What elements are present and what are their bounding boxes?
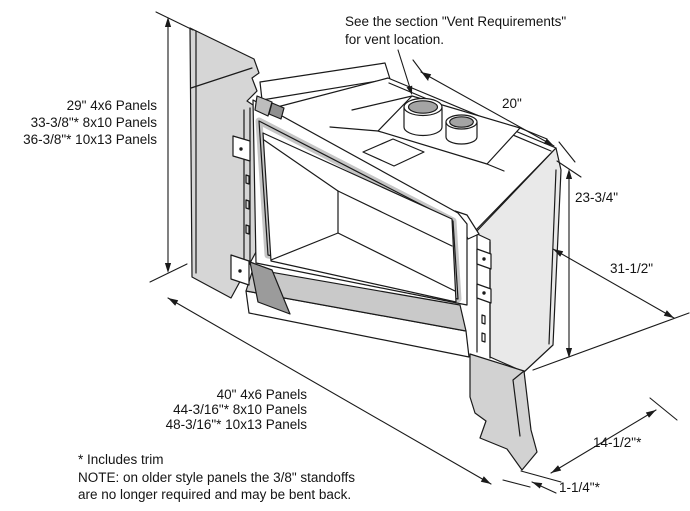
dim-label-total-depth: 31-1/2" bbox=[610, 261, 654, 276]
vent-cylinder-large bbox=[403, 97, 443, 137]
width-label-4x6: 40" 4x6 Panels bbox=[216, 387, 307, 402]
front-face bbox=[252, 99, 468, 306]
dim-label-side-height: 23-3/4" bbox=[575, 190, 619, 205]
dimension-standoff bbox=[502, 470, 562, 494]
dimension-total-depth bbox=[532, 248, 690, 371]
dimension-hearth-depth bbox=[550, 397, 678, 474]
dimension-height bbox=[149, 11, 194, 283]
side-face bbox=[454, 147, 562, 373]
firebox-opening bbox=[262, 132, 457, 303]
dimension-width bbox=[167, 297, 492, 485]
vent-note-line2: for vent location. bbox=[345, 32, 445, 47]
footnote-note-line1: NOTE: on older style panels the 3/8" sta… bbox=[78, 470, 355, 485]
hearth-shadow bbox=[249, 261, 291, 315]
footnote-includes-trim: * Includes trim bbox=[78, 452, 164, 467]
dimension-lines bbox=[149, 11, 690, 494]
vent-cylinder-small bbox=[445, 114, 478, 145]
access-hole bbox=[362, 138, 425, 167]
height-label-10x13: 36-3/8"* 10x13 Panels bbox=[23, 132, 157, 147]
width-label-10x13: 48-3/16"* 10x13 Panels bbox=[165, 417, 307, 432]
dimension-top-depth bbox=[412, 59, 576, 163]
width-label-8x10: 44-3/16"* 8x10 Panels bbox=[173, 402, 307, 417]
dim-label-hearth-depth: 14-1/2"* bbox=[593, 435, 642, 450]
left-trim bbox=[230, 95, 285, 286]
left-panel bbox=[189, 27, 260, 299]
footnote-note-line2: are no longer required and may be bent b… bbox=[78, 487, 352, 502]
top-bracket bbox=[254, 95, 273, 117]
vent-note-line1: See the section "Vent Requirements" bbox=[345, 14, 567, 29]
dim-label-standoff: 1-1/4"* bbox=[559, 480, 600, 495]
dimension-side-height bbox=[556, 160, 582, 358]
vent-pointer-arrow bbox=[397, 49, 413, 95]
height-label-4x6: 29" 4x6 Panels bbox=[66, 98, 157, 113]
foot-bracket bbox=[469, 353, 538, 471]
dim-label-top-depth: 20" bbox=[502, 96, 522, 111]
top-bracket bbox=[268, 102, 285, 120]
right-trim bbox=[476, 234, 492, 359]
height-label-8x10: 33-3/8"* 8x10 Panels bbox=[30, 115, 157, 130]
